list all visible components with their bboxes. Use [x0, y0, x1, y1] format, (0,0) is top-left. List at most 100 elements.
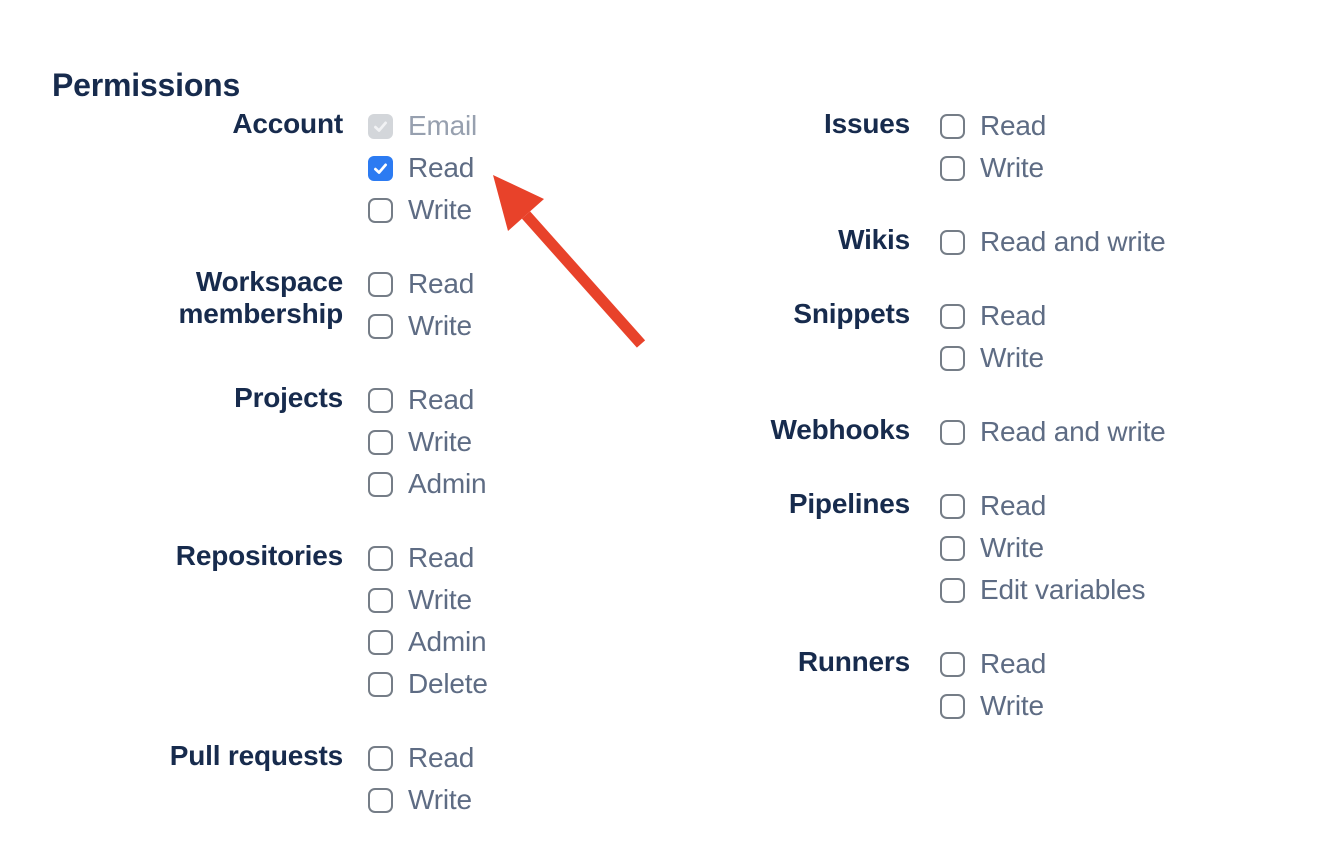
option-label-read[interactable]: Read [408, 742, 475, 773]
option-repositories-read[interactable]: Read [368, 537, 488, 579]
option-label-read[interactable]: Read [408, 152, 475, 183]
option-label-write[interactable]: Write [408, 584, 472, 615]
option-label-read-and-write[interactable]: Read and write [980, 416, 1166, 447]
checkbox-pipelines-read[interactable] [940, 493, 965, 519]
option-pipelines-read[interactable]: Read [940, 485, 1145, 527]
group-label-workspace-membership: Workspace membership [178, 266, 344, 329]
option-workspace-membership-read[interactable]: Read [368, 263, 474, 305]
checkbox-account-read[interactable] [368, 155, 393, 181]
option-list: Read and write [940, 411, 1166, 453]
check-icon [374, 163, 387, 174]
option-label-read[interactable]: Read [980, 300, 1047, 331]
option-label-write[interactable]: Write [980, 690, 1044, 721]
option-repositories-admin[interactable]: Admin [368, 621, 488, 663]
option-label-write[interactable]: Write [408, 194, 472, 225]
checkbox-snippets-write[interactable] [940, 345, 965, 371]
option-runners-write[interactable]: Write [940, 685, 1046, 727]
option-runners-read[interactable]: Read [940, 643, 1046, 685]
checkbox-issues-read[interactable] [940, 113, 965, 139]
group-label-pull-requests: Pull requests [169, 740, 343, 771]
option-label-write[interactable]: Write [408, 310, 472, 341]
checkbox-repositories-write[interactable] [368, 587, 393, 613]
check-icon [374, 121, 387, 132]
option-snippets-write[interactable]: Write [940, 337, 1046, 379]
checkbox-repositories-admin[interactable] [368, 629, 393, 655]
group-label-runners: Runners [797, 646, 910, 677]
group-label-issues: Issues [824, 108, 910, 139]
checkbox-projects-read[interactable] [368, 387, 393, 413]
option-label-read[interactable]: Read [408, 268, 475, 299]
group-label-projects: Projects [234, 382, 343, 413]
checkbox-issues-write[interactable] [940, 155, 965, 181]
checkbox-runners-read[interactable] [940, 651, 965, 677]
option-label-write[interactable]: Write [980, 342, 1044, 373]
checkbox-account-write[interactable] [368, 197, 393, 223]
checkbox-snippets-read[interactable] [940, 303, 965, 329]
option-repositories-delete[interactable]: Delete [368, 663, 488, 705]
option-workspace-membership-write[interactable]: Write [368, 305, 474, 347]
option-label-write[interactable]: Write [980, 532, 1044, 563]
option-snippets-read[interactable]: Read [940, 295, 1046, 337]
option-label-write[interactable]: Write [408, 426, 472, 457]
option-issues-write[interactable]: Write [940, 147, 1046, 189]
checkbox-repositories-read[interactable] [368, 545, 393, 571]
option-label-write[interactable]: Write [980, 152, 1044, 183]
group-label-pipelines: Pipelines [788, 488, 910, 519]
option-account-write[interactable]: Write [368, 189, 477, 231]
checkbox-pipelines-edit-variables[interactable] [940, 577, 965, 603]
option-label-email: Email [408, 110, 478, 141]
option-label-delete[interactable]: Delete [408, 668, 488, 699]
checkbox-projects-admin[interactable] [368, 471, 393, 497]
option-projects-write[interactable]: Write [368, 421, 486, 463]
option-repositories-write[interactable]: Write [368, 579, 488, 621]
option-wikis-read-and-write[interactable]: Read and write [940, 221, 1166, 263]
checkbox-repositories-delete[interactable] [368, 671, 393, 697]
checkbox-projects-write[interactable] [368, 429, 393, 455]
option-projects-read[interactable]: Read [368, 379, 486, 421]
option-label-read[interactable]: Read [408, 542, 475, 573]
option-label-edit-variables[interactable]: Edit variables [980, 574, 1146, 605]
checkbox-pull-requests-write[interactable] [368, 787, 393, 813]
checkbox-account-email [368, 113, 393, 139]
option-pull-requests-write[interactable]: Write [368, 779, 474, 821]
option-label-read-and-write[interactable]: Read and write [980, 226, 1166, 257]
checkbox-pull-requests-read[interactable] [368, 745, 393, 771]
checkbox-wikis-read-and-write[interactable] [940, 229, 965, 255]
option-label-write[interactable]: Write [408, 784, 472, 815]
option-projects-admin[interactable]: Admin [368, 463, 487, 505]
checkbox-webhooks-read-and-write[interactable] [940, 419, 965, 445]
option-pull-requests-read[interactable]: Read [368, 737, 474, 779]
option-pipelines-edit-variables[interactable]: Edit variables [940, 569, 1145, 611]
option-account-read[interactable]: Read [368, 147, 477, 189]
option-list: Read and write [940, 221, 1166, 263]
option-label-read[interactable]: Read [408, 384, 475, 415]
option-pipelines-write[interactable]: Write [940, 527, 1145, 569]
option-label-admin[interactable]: Admin [408, 626, 487, 657]
checkbox-runners-write[interactable] [940, 693, 965, 719]
option-issues-read[interactable]: Read [940, 105, 1046, 147]
option-label-read[interactable]: Read [980, 648, 1047, 679]
checkbox-pipelines-write[interactable] [940, 535, 965, 561]
option-webhooks-read-and-write[interactable]: Read and write [940, 411, 1166, 453]
checkbox-workspace-membership-read[interactable] [368, 271, 393, 297]
option-label-admin[interactable]: Admin [408, 468, 487, 499]
checkbox-workspace-membership-write[interactable] [368, 313, 393, 339]
option-label-read[interactable]: Read [980, 490, 1047, 521]
group-label-repositories: Repositories [175, 540, 343, 571]
option-label-read[interactable]: Read [980, 110, 1047, 141]
